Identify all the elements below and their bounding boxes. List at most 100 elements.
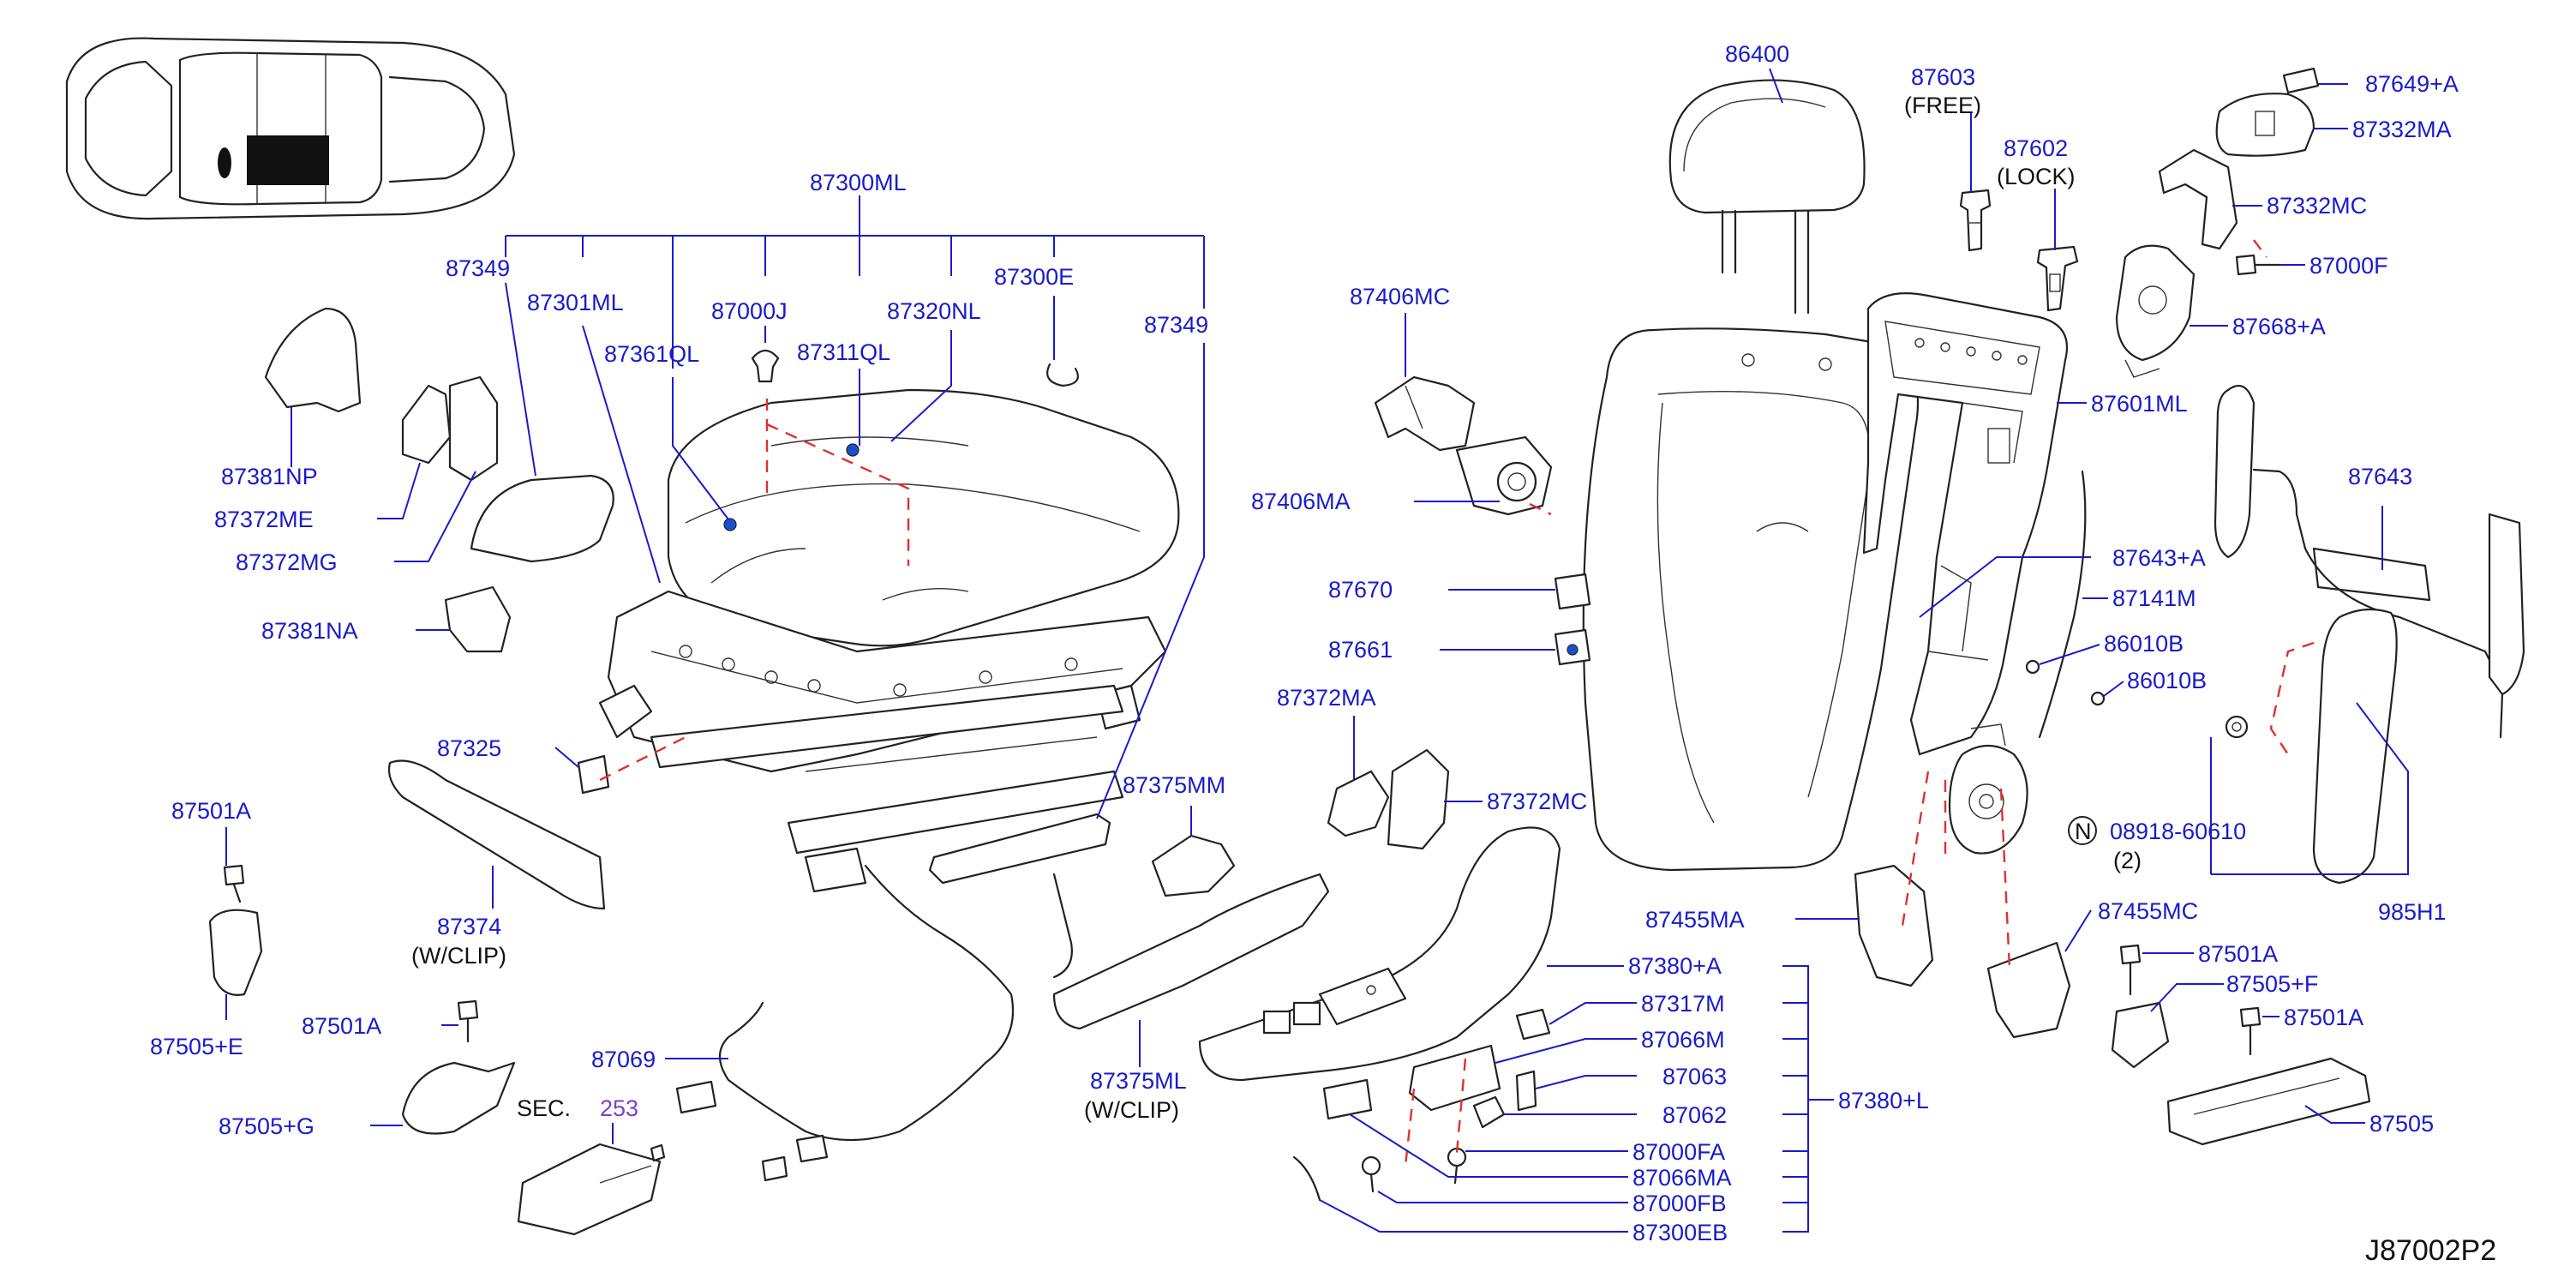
knob-87063: [1515, 1070, 1537, 1112]
label-87501a-r1: 87501A: [2198, 941, 2278, 967]
label-86010b-1: 86010B: [2104, 631, 2184, 657]
cover-87505f: [2111, 1001, 2170, 1069]
label-87501a-r2: 87501A: [2284, 1005, 2363, 1030]
label-lock: (LOCK): [1997, 164, 2076, 189]
label-87455ma: 87455MA: [1645, 907, 1745, 933]
label-sec: SEC.: [517, 1095, 571, 1121]
finisher-87374: [387, 759, 606, 910]
label-87501a-l1: 87501A: [171, 798, 251, 824]
label-87000j: 87000J: [711, 298, 788, 324]
label-87505g: 87505+G: [219, 1113, 315, 1139]
label-sec-253: 253: [600, 1095, 638, 1121]
assembly-lines: [599, 239, 2315, 1167]
rail-cover-87505: [2166, 1057, 2371, 1146]
washer-1: [2025, 659, 2040, 675]
label-87372me: 87372ME: [214, 507, 314, 532]
label-87300ml: 87300ML: [810, 170, 907, 195]
side-panel: [2225, 608, 2398, 885]
label-87301ml: 87301ML: [527, 290, 624, 315]
label-86400: 86400: [1725, 41, 1789, 67]
label-87374: 87374: [437, 914, 501, 939]
back-bracket-upper: [1374, 375, 1476, 452]
leader-lines: [225, 68, 2409, 1233]
ring-87300e: [1046, 363, 1079, 387]
label-87000fa: 87000FA: [1632, 1139, 1725, 1165]
label-87670: 87670: [1328, 577, 1393, 603]
lever-bracket: [2115, 244, 2196, 378]
seat-back-trim: [1582, 327, 1920, 872]
clip-87000fb: [1361, 1155, 1381, 1193]
label-87505e: 87505+E: [150, 1034, 243, 1059]
label-87000f: 87000F: [2309, 253, 2388, 279]
switch-87066m: [1408, 1044, 1501, 1112]
washer-2: [2090, 691, 2106, 706]
label-87300eb: 87300EB: [1632, 1220, 1728, 1245]
label-n-symbol: N: [2075, 819, 2092, 844]
label-87000fb: 87000FB: [1632, 1191, 1727, 1216]
label-87066m: 87066M: [1641, 1027, 1725, 1053]
vehicle-overview-icon: [65, 37, 516, 220]
fastener-87311ql: [846, 443, 860, 457]
label-985h1: 985H1: [2378, 899, 2447, 925]
knob-87062: [1472, 1095, 1506, 1129]
n-symbol-circle: [2068, 816, 2097, 845]
cover-87375ml: [1052, 873, 1330, 1030]
label-87361ql: 87361QL: [604, 341, 699, 367]
bolt-87000f: [2235, 254, 2281, 276]
label-87505f: 87505+F: [2226, 971, 2318, 997]
pad-87670: [1554, 573, 1591, 610]
headrest-guide-free: [1959, 189, 1992, 252]
label-87372mg: 87372MG: [236, 549, 338, 575]
cover-87505e: [208, 909, 263, 996]
block-87325: [577, 754, 610, 795]
label-87603: 87603: [1911, 64, 1975, 90]
label-87380a: 87380+A: [1628, 953, 1722, 979]
label-87501a-l2: 87501A: [302, 1013, 381, 1039]
label-87066ma: 87066MA: [1632, 1165, 1732, 1191]
label-08918-60610: 08918-60610: [2110, 819, 2246, 844]
headrest: [1668, 79, 1866, 315]
label-87063: 87063: [1662, 1064, 1727, 1089]
label-qty-2: (2): [2113, 848, 2142, 873]
control-module: [517, 1143, 666, 1236]
cover-87372me: [401, 384, 452, 465]
label-87661: 87661: [1328, 637, 1393, 663]
cover-87505g: [401, 1061, 516, 1135]
label-87375mm: 87375MM: [1123, 772, 1225, 798]
cover-87372mc: [1387, 748, 1450, 850]
label-87406ma: 87406MA: [1251, 489, 1351, 514]
headrest-guide-lock: [2036, 245, 2079, 312]
recliner-mechanism: [1948, 723, 2028, 855]
label-87062: 87062: [1662, 1102, 1727, 1128]
cover-87455ma: [1854, 864, 1934, 987]
label-87320nl: 87320NL: [887, 298, 981, 324]
label-wclip-left: (W/CLIP): [411, 943, 506, 969]
label-87069: 87069: [591, 1047, 656, 1072]
label-87455mc: 87455MC: [2098, 898, 2198, 924]
cover-87381na: [444, 585, 512, 653]
label-87649a: 87649+A: [2365, 71, 2459, 97]
label-free: (FREE): [1904, 93, 1981, 118]
label-87300e: 87300E: [994, 264, 1074, 290]
clip-87000j: [751, 349, 780, 383]
bolt-87501a-r1: [2119, 944, 2142, 996]
switch-87066ma: [1322, 1078, 1373, 1120]
cover-87349-left: [470, 474, 614, 563]
label-wclip-right: (W/CLIP): [1084, 1097, 1179, 1123]
drawing-code: J87002P2: [2365, 1234, 2496, 1267]
label-87505: 87505: [2369, 1111, 2434, 1137]
recline-lever: [2215, 67, 2320, 157]
cover-87375mm-strip: [928, 813, 1111, 885]
label-87349-right: 87349: [1144, 312, 1208, 338]
back-bracket-lower: [1455, 435, 1553, 516]
seat-slide-rails: [650, 684, 1124, 893]
cover-87372ma: [1327, 770, 1390, 837]
label-87317m: 87317M: [1641, 991, 1725, 1017]
bolt-87501a-r2: [2239, 1006, 2261, 1056]
cover-87381np: [264, 307, 362, 413]
label-87349-left: 87349: [446, 255, 510, 281]
seat-back-wire: [2038, 470, 2087, 739]
wire-harness: [718, 864, 1015, 1142]
label-87643: 87643: [2348, 464, 2412, 489]
